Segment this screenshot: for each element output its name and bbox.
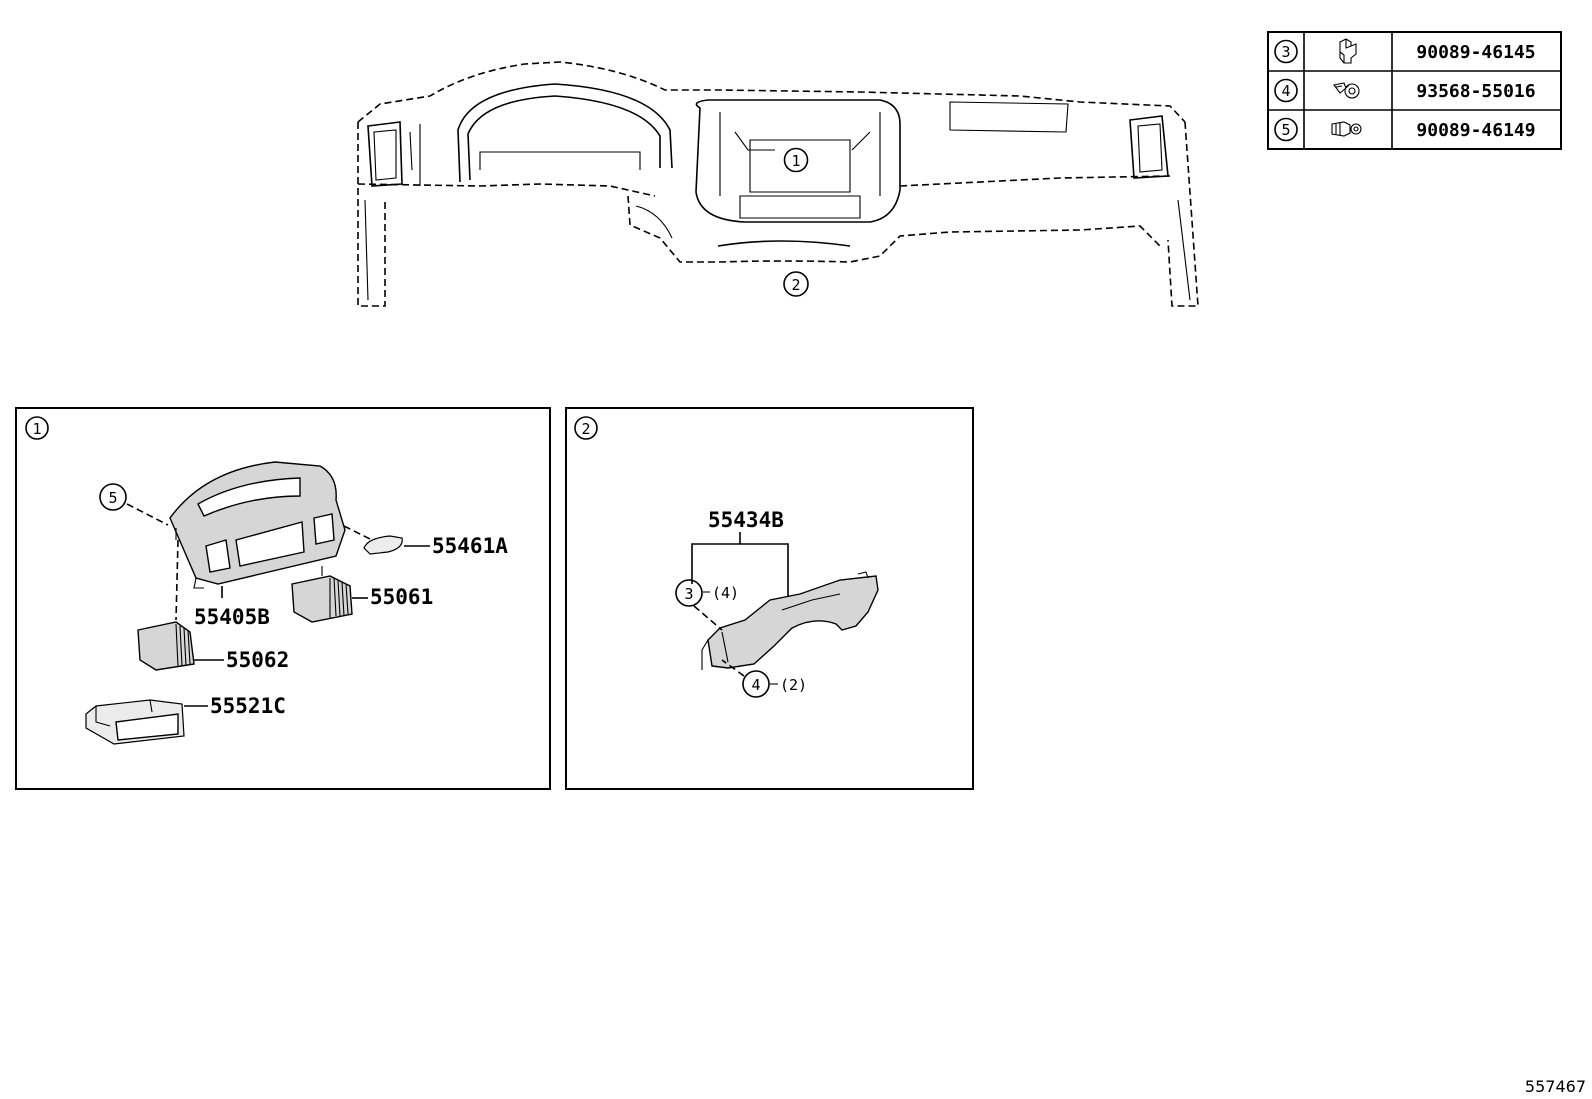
part-label-55062: 55062 [226, 648, 289, 672]
diagram-id: 557467 [1525, 1077, 1586, 1096]
table-part-number: 93568-55016 [1416, 81, 1535, 102]
part-label-55434B: 55434B [708, 508, 784, 532]
push-clip-icon [1339, 38, 1357, 64]
table-part-number: 90089-46149 [1416, 120, 1535, 141]
detail-panel-1: 1 5 55405B 55461A 55061 [15, 407, 551, 790]
callout-4: 4 [751, 676, 760, 694]
panel-2-number: 2 [581, 420, 590, 438]
detail-panel-2: 2 55434B 3 (4) 4 (2) [565, 407, 974, 790]
callout-5: 5 [108, 489, 117, 507]
retainer-clip-icon [1331, 121, 1362, 137]
lower-trim-illustration [701, 571, 879, 670]
cluster-bezel-illustration [169, 461, 346, 589]
fastener-table: 3 90089-46145 4 93568-55016 5 [1267, 31, 1562, 150]
table-row: 5 90089-46149 [1274, 117, 1536, 142]
dashboard-overview: 1 2 [357, 61, 1199, 307]
overview-callout-2: 2 [791, 276, 800, 294]
screw-grommet-icon [1333, 82, 1360, 99]
panel-1-number: 1 [32, 420, 41, 438]
part-label-55461A: 55461A [432, 534, 508, 558]
vent-left-illustration [137, 621, 195, 671]
table-row-number: 3 [1281, 43, 1290, 61]
table-row-number: 5 [1281, 121, 1290, 139]
callout-3: 3 [684, 585, 693, 603]
table-part-number: 90089-46145 [1416, 42, 1535, 63]
table-row-number: 4 [1281, 82, 1290, 100]
part-label-55061: 55061 [370, 585, 433, 609]
pocket-illustration [85, 699, 185, 745]
part-label-55521C: 55521C [210, 694, 286, 718]
table-row: 4 93568-55016 [1274, 78, 1536, 103]
qty-4: (2) [780, 676, 807, 694]
overview-callout-1: 1 [791, 152, 800, 170]
qty-3: (4) [712, 584, 739, 602]
vent-right-illustration [291, 566, 353, 623]
part-label-55405B: 55405B [194, 605, 270, 629]
table-row: 3 90089-46145 [1274, 38, 1536, 64]
